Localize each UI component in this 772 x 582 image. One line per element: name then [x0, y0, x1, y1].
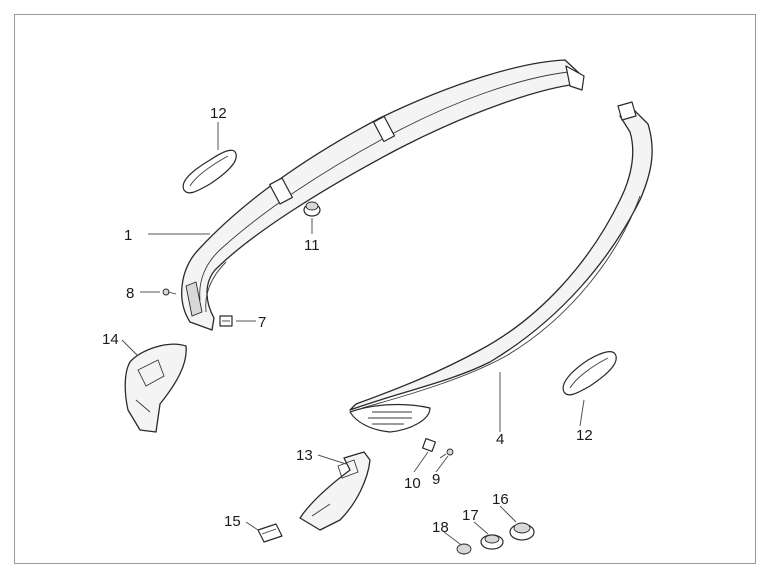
part-11-grommet	[303, 201, 321, 217]
part-12-badge-top	[182, 149, 237, 194]
callout-9: 9	[432, 471, 440, 488]
part-7-clip	[219, 315, 233, 327]
callout-7: 7	[258, 314, 266, 331]
callout-11: 11	[304, 237, 320, 254]
callout-1: 1	[124, 227, 132, 244]
part-12-badge-bottom	[562, 351, 617, 396]
callout-14: 14	[102, 331, 119, 348]
callout-16: 16	[492, 491, 509, 508]
callout-12-top: 12	[210, 105, 227, 122]
part-10-clip-nut	[421, 437, 437, 453]
callout-12-bottom: 12	[576, 427, 593, 444]
part-9-screw	[439, 448, 454, 459]
part-16-grommet	[509, 522, 535, 541]
part-4-right-panel	[349, 101, 653, 433]
callout-4: 4	[496, 431, 504, 448]
diagram-frame	[14, 14, 756, 564]
part-1-left-panel	[181, 59, 585, 331]
part-14-bracket-cover	[124, 343, 187, 433]
leader-lines	[121, 122, 585, 545]
callout-10: 10	[404, 475, 421, 492]
part-17-grommet	[480, 534, 504, 550]
part-13-lower-bracket	[299, 451, 371, 531]
callout-labels: 1 4 7 8 9 10 11 12 12 13 14 15 16 17 18	[102, 105, 593, 536]
part-15-plate	[257, 523, 283, 543]
callout-17: 17	[462, 507, 479, 524]
callout-8: 8	[126, 285, 134, 302]
part-8-screw	[162, 288, 177, 296]
callout-18: 18	[432, 519, 449, 536]
part-18-nut	[456, 543, 472, 555]
callout-13: 13	[296, 447, 313, 464]
callout-15: 15	[224, 513, 241, 530]
